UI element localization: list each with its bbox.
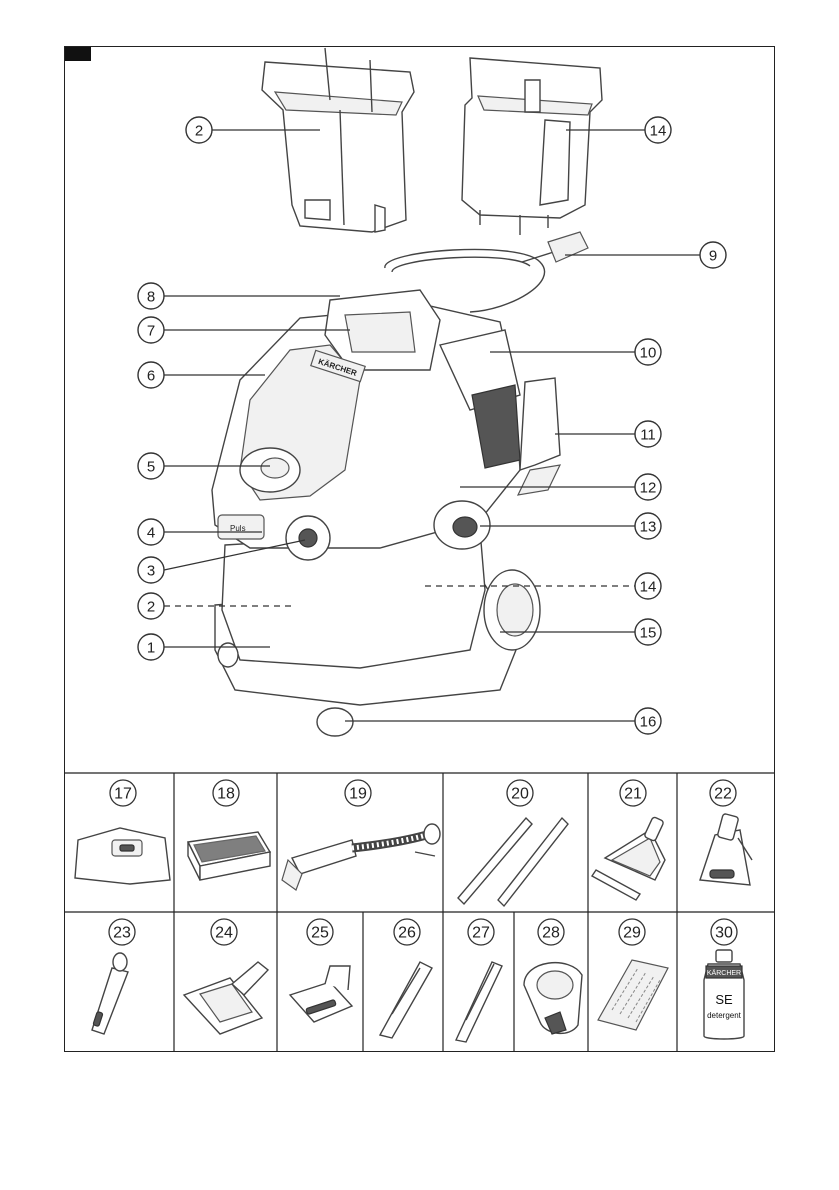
callout-2-top: 2 bbox=[186, 117, 212, 143]
accessory-20-number: 20 bbox=[507, 780, 533, 806]
callout-number: 25 bbox=[311, 925, 329, 942]
callout-number: 6 bbox=[147, 368, 155, 385]
accessory-17-number: 17 bbox=[110, 780, 136, 806]
callout-4: 4 bbox=[138, 519, 164, 545]
container-insert-14-drawing bbox=[462, 58, 602, 235]
accessory-20-suction-tubes-drawing bbox=[458, 818, 568, 906]
accessory-18-flat-filter-drawing bbox=[188, 832, 270, 880]
callout-7: 7 bbox=[138, 317, 164, 343]
callout-13: 13 bbox=[635, 513, 661, 539]
callout-number: 3 bbox=[147, 563, 155, 580]
callout-number: 22 bbox=[714, 786, 732, 803]
accessory-24-floor-nozzle-drawing bbox=[184, 962, 268, 1034]
callout-number: 5 bbox=[147, 459, 155, 476]
callout-1: 1 bbox=[138, 634, 164, 660]
accessory-25-floor-nozzle-drawing bbox=[290, 966, 352, 1022]
accessory-30-number: 30 bbox=[711, 919, 737, 945]
accessory-18-number: 18 bbox=[213, 780, 239, 806]
accessory-27-crevice-nozzle-drawing bbox=[456, 962, 502, 1042]
callout-number: 17 bbox=[114, 786, 132, 803]
callout-number: 12 bbox=[640, 480, 657, 497]
accessory-23-number: 23 bbox=[109, 919, 135, 945]
callout-10: 10 bbox=[635, 339, 661, 365]
callout-number: 13 bbox=[640, 519, 657, 536]
callout-number: 11 bbox=[640, 427, 656, 444]
accessory-30-detergent-bottle-drawing: KÄRCHER SE detergent bbox=[704, 950, 744, 1039]
callout-number: 30 bbox=[715, 925, 733, 942]
callout-9: 9 bbox=[700, 242, 726, 268]
accessory-22-nozzle-drawing bbox=[700, 813, 752, 885]
callout-3: 3 bbox=[138, 557, 164, 583]
callout-number: 10 bbox=[640, 345, 657, 362]
callout-15: 15 bbox=[635, 619, 661, 645]
callout-12: 12 bbox=[635, 474, 661, 500]
accessory-21-upholstery-nozzle-drawing bbox=[592, 816, 665, 900]
accessory-22-number: 22 bbox=[710, 780, 736, 806]
callout-number: 14 bbox=[650, 123, 667, 140]
callout-number: 16 bbox=[640, 714, 657, 731]
accessory-25-number: 25 bbox=[307, 919, 333, 945]
callout-number: 27 bbox=[472, 925, 490, 942]
callout-number: 15 bbox=[640, 625, 657, 642]
accessory-24-number: 24 bbox=[211, 919, 237, 945]
callout-number: 2 bbox=[195, 123, 203, 140]
accessory-28-number: 28 bbox=[538, 919, 564, 945]
accessory-27-number: 27 bbox=[468, 919, 494, 945]
container-insert-2-drawing bbox=[262, 48, 414, 232]
accessory-23-nozzle-drawing bbox=[92, 953, 128, 1034]
accessory-21-number: 21 bbox=[620, 780, 646, 806]
callout-14-bottom: 14 bbox=[635, 573, 661, 599]
callout-14-top: 14 bbox=[645, 117, 671, 143]
vacuum-body-drawing: KÄRCHER Puls bbox=[212, 232, 588, 736]
callout-number: 23 bbox=[113, 925, 131, 942]
accessory-28-hose-adapter-drawing bbox=[524, 963, 582, 1034]
accessory-19-suction-hose-drawing bbox=[282, 824, 440, 890]
callout-number: 24 bbox=[215, 925, 233, 942]
accessory-29-number: 29 bbox=[619, 919, 645, 945]
bottle-label-detergent: detergent bbox=[707, 1011, 742, 1020]
callout-number: 18 bbox=[217, 786, 235, 803]
accessory-26-number: 26 bbox=[394, 919, 420, 945]
accessory-26-crevice-nozzle-drawing bbox=[380, 962, 432, 1038]
callout-number: 7 bbox=[147, 323, 155, 340]
callout-11: 11 bbox=[635, 421, 661, 447]
callout-number: 2 bbox=[147, 599, 155, 616]
callout-number: 28 bbox=[542, 925, 560, 942]
bottle-brand: KÄRCHER bbox=[707, 969, 741, 977]
callout-2-bottom: 2 bbox=[138, 593, 164, 619]
callout-5: 5 bbox=[138, 453, 164, 479]
callout-16: 16 bbox=[635, 708, 661, 734]
accessory-17-filter-bag-drawing bbox=[75, 828, 170, 884]
accessory-29-filter-bag-pack-drawing bbox=[598, 960, 668, 1030]
bottle-label-se: SE bbox=[715, 992, 733, 1007]
callout-number: 4 bbox=[147, 525, 155, 542]
callout-number: 14 bbox=[640, 579, 657, 596]
callout-number: 1 bbox=[147, 640, 155, 657]
callout-number: 29 bbox=[623, 925, 641, 942]
callout-number: 8 bbox=[147, 289, 155, 306]
callout-number: 26 bbox=[398, 925, 416, 942]
callout-number: 19 bbox=[349, 786, 367, 803]
callout-number: 20 bbox=[511, 786, 529, 803]
accessory-19-number: 19 bbox=[345, 780, 371, 806]
callout-number: 9 bbox=[709, 248, 717, 265]
callout-8: 8 bbox=[138, 283, 164, 309]
callout-6: 6 bbox=[138, 362, 164, 388]
accessory-grid bbox=[64, 773, 775, 1052]
callout-number: 21 bbox=[624, 786, 642, 803]
